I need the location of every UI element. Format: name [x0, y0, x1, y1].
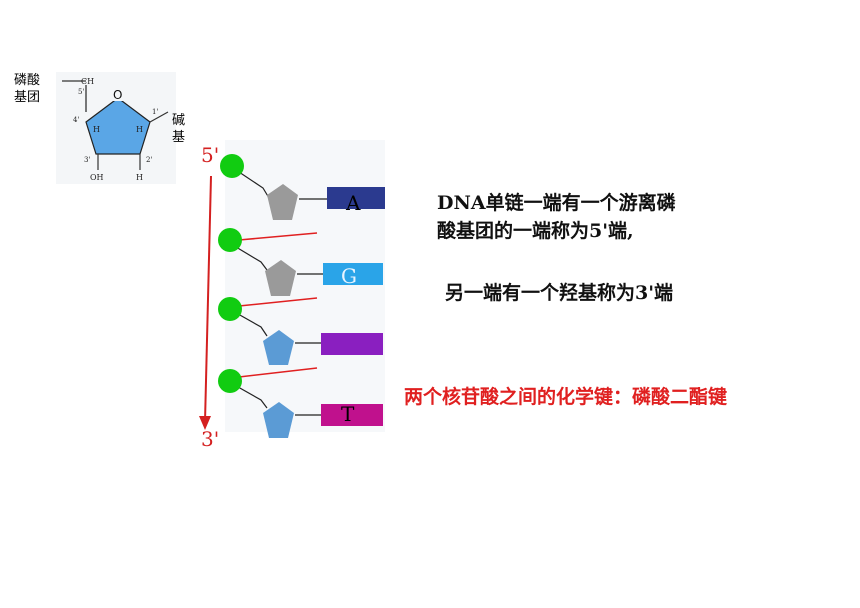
c3-oh-label: OH [90, 173, 104, 182]
c4-label: 4' [73, 116, 79, 124]
phosphate-label-line1: 磷酸 [14, 73, 41, 88]
phosphate-group-2 [218, 228, 242, 252]
sugar-1 [267, 184, 298, 220]
deoxyribose-structure: CH 5' O 4' 1' H H 3' 2' OH H [56, 72, 176, 184]
description-line-2: 酸基团的一端称为5'端, [437, 220, 634, 242]
five-prime-label: 5' [201, 143, 219, 167]
base-thymine [321, 404, 383, 426]
c5-group-label: CH [81, 77, 94, 86]
c2-label: 2' [146, 156, 152, 164]
direction-arrow-line [204, 175, 212, 423]
c2-h-label: H [136, 173, 143, 182]
base-purple [321, 333, 383, 355]
base-letter-4: T [341, 402, 355, 426]
c1-label: 1' [152, 108, 158, 116]
base-label-line1: 碱 [172, 113, 186, 128]
phosphodiester-bond [238, 297, 318, 307]
three-prime-label: 3' [201, 427, 219, 451]
base-label: 碱 基 [172, 112, 185, 146]
direction-arrow-head [199, 416, 211, 430]
bond-note: 两个核苷酸之间的化学键：磷酸二酯键 [404, 386, 728, 408]
sugar-2 [265, 260, 296, 296]
description-line-1: DNA单链一端有一个游离磷 [437, 192, 676, 214]
sugar-ring [85, 97, 151, 155]
base-adenine [327, 187, 385, 209]
phosphodiester-bond [238, 232, 318, 241]
base-letter-1: A [346, 191, 361, 215]
c4-h-label: H [93, 125, 100, 134]
description-line-3: 另一端有一个羟基称为3'端 [445, 282, 674, 304]
phosphodiester-bond [238, 367, 318, 378]
base-label-line2: 基 [172, 130, 186, 145]
sugar-3 [263, 330, 294, 365]
sugar-4 [263, 402, 294, 438]
phosphate-group-label: 磷酸 基团 [14, 72, 40, 106]
c5-label: 5' [78, 88, 84, 96]
phosphate-label-line2: 基团 [14, 90, 41, 105]
phosphate-group-1 [220, 154, 244, 178]
dna-strand-diagram: 5' 3' [199, 143, 327, 451]
phosphate-group-4 [218, 369, 242, 393]
phosphate-group-3 [218, 297, 242, 321]
base-letter-2: G [341, 264, 357, 288]
c3-label: 3' [84, 156, 90, 164]
ring-oxygen-label: O [113, 88, 122, 102]
base-guanine [323, 263, 383, 285]
c1-h-label: H [136, 125, 143, 134]
